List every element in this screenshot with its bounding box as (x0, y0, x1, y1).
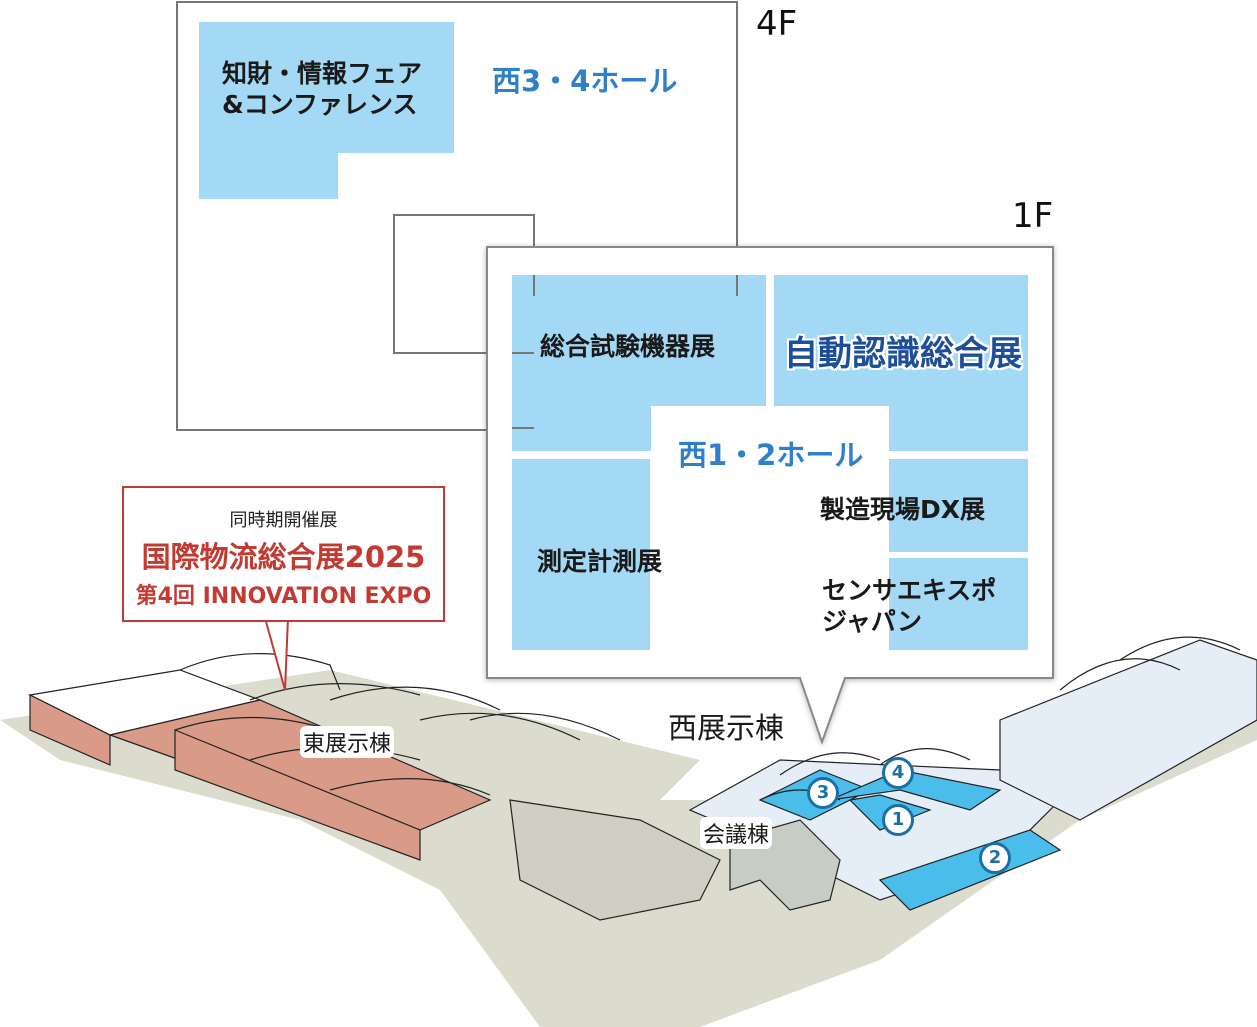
concurrent-label: 同時期開催展 (229, 510, 338, 531)
concurrent-subtitle: 第4回 INNOVATION EXPO (135, 584, 432, 609)
zone-dx (889, 459, 1028, 552)
hall-marker-3[interactable]: 3 (807, 777, 839, 809)
zone-label-sensor[interactable]: センサエキスポ ジャパン (822, 576, 997, 636)
hall-label-west34: 西3・4ホール (492, 64, 678, 98)
building-label-west: 西展示棟 (668, 711, 785, 745)
hall-marker-2[interactable]: 2 (979, 842, 1011, 874)
zone-ip-fair (199, 22, 454, 199)
west-exhibition-building (509, 636, 1257, 921)
building-label-conference: 会議棟 (700, 817, 773, 849)
zone-label-dx[interactable]: 製造現場DX展 (820, 495, 986, 524)
callout-pointer (264, 617, 289, 691)
concurrent-title: 国際物流総合展2025 (141, 540, 426, 574)
hall-marker-1[interactable]: 1 (882, 804, 914, 836)
floor-label-4f: 4F (756, 4, 798, 44)
concurrent-exhibition-callout: 同時期開催展 国際物流総合展2025 第4回 INNOVATION EXPO (122, 486, 445, 622)
hall-marker-4[interactable]: 4 (882, 757, 914, 789)
east-exhibition-building (28, 653, 621, 861)
zone-label-ip-fair[interactable]: 知財・情報フェア &コンファレンス (222, 59, 423, 119)
zone-measure (512, 459, 650, 650)
zone-label-measure[interactable]: 測定計測展 (537, 547, 663, 576)
zone-label-testing[interactable]: 総合試験機器展 (540, 332, 716, 361)
zone-sensor (889, 558, 1028, 650)
building-label-east: 東展示棟 (300, 726, 395, 758)
floor-label-1f: 1F (1012, 196, 1054, 236)
zone-label-autoid[interactable]: 自動認識総合展 (784, 334, 1022, 374)
hall-label-west12: 西1・2ホール (678, 438, 864, 472)
